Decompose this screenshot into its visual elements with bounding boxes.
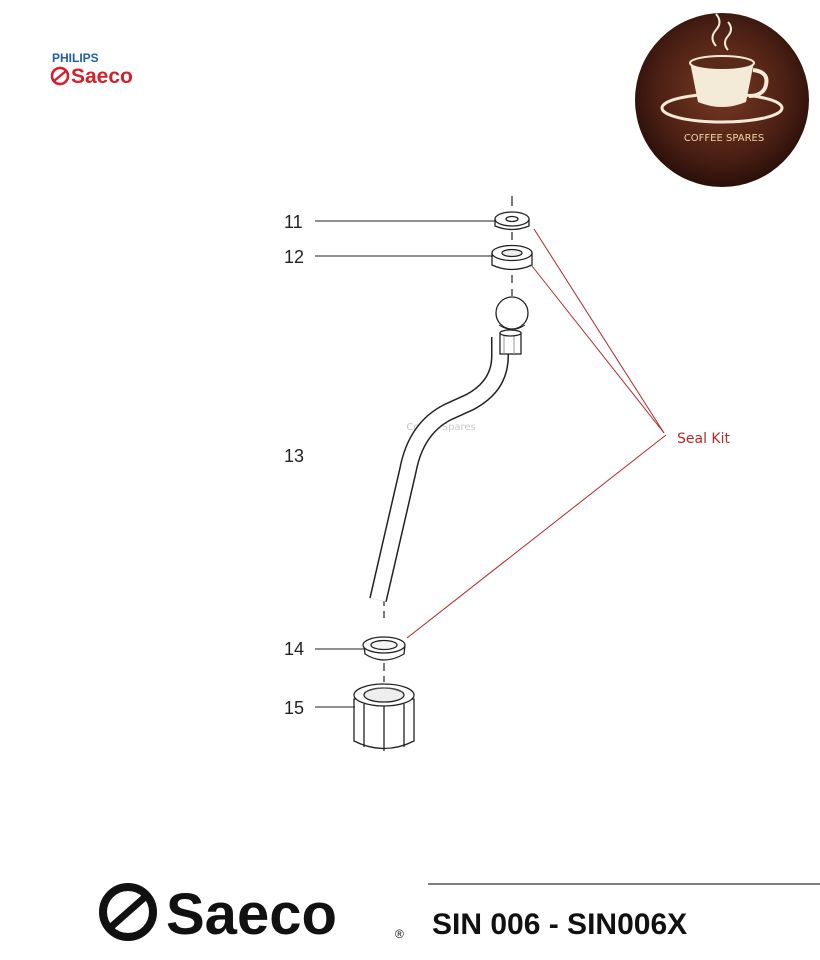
part-12-large-seal — [491, 244, 533, 271]
callout-13: 13 — [284, 446, 304, 466]
callout-15: 15 — [284, 698, 304, 718]
saeco-label: Saeco — [71, 65, 133, 88]
coffee-spares-badge: COFFEE SPARES — [635, 13, 809, 187]
badge-label: COFFEE SPARES — [684, 133, 764, 144]
philips-saeco-logo: PHILIPS Saeco — [50, 51, 133, 88]
callout-12: 12 — [284, 247, 304, 267]
footer-brand: Saeco — [166, 882, 337, 947]
part-14-seal-ring — [362, 636, 406, 661]
seal-kit-label: Seal Kit — [677, 431, 730, 447]
footer: Saeco ® SIN 006 - SIN006X — [99, 882, 820, 947]
part-15-nut — [353, 683, 415, 751]
callout-leaders — [315, 220, 496, 708]
saeco-footer-swirl-icon — [99, 883, 157, 941]
assembly-axis — [383, 196, 513, 682]
callout-11: 11 — [284, 212, 303, 232]
saeco-swirl-icon — [50, 66, 70, 86]
footer-registered-mark: ® — [395, 927, 404, 941]
watermark-text: Coffee Spares — [406, 422, 476, 433]
part-13-steam-pipe — [369, 296, 529, 603]
callout-numbers: 11 12 13 14 15 — [284, 212, 304, 718]
footer-model: SIN 006 - SIN006X — [432, 908, 687, 941]
philips-label: PHILIPS — [52, 51, 99, 65]
seal-kit-leaders — [406, 228, 667, 639]
coffee-cup-icon — [660, 13, 784, 124]
callout-14: 14 — [284, 639, 304, 659]
part-11-small-seal — [494, 211, 530, 231]
